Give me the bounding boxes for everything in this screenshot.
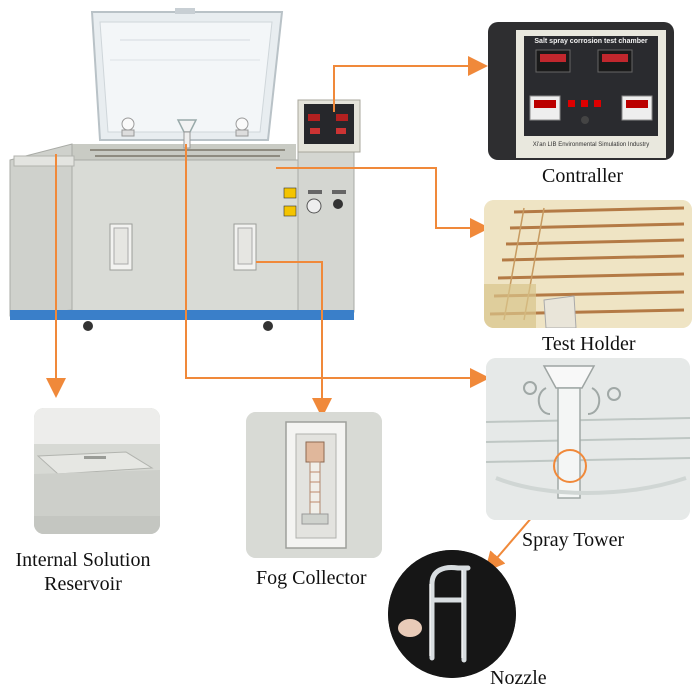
label-spray-tower: Spray Tower <box>522 529 625 551</box>
label-nozzle: Nozzle <box>490 667 547 689</box>
arrow-controller <box>333 56 488 112</box>
test-holder-photo <box>484 200 692 328</box>
controller-panel-title: Salt spray corrosion test chamber <box>534 38 648 45</box>
label-reservoir-line2: Reservoir <box>44 573 122 595</box>
chamber-lid <box>90 8 284 141</box>
label-reservoir: Internal Solution Reservoir <box>4 548 162 596</box>
label-fog-collector: Fog Collector <box>256 567 367 589</box>
nozzle-photo <box>388 550 516 678</box>
label-test-holder: Test Holder <box>542 333 636 355</box>
reservoir-photo <box>34 408 160 534</box>
chamber-base <box>10 310 354 320</box>
label-reservoir-line1: Internal Solution <box>15 549 151 571</box>
fog-collector-photo <box>246 412 382 558</box>
controller-photo: Salt spray corrosion test chamber Xi'an … <box>488 22 674 160</box>
spray-tower-in-chamber <box>121 117 249 149</box>
controller-panel-footer: Xi'an LIB Environmental Simulation Indus… <box>532 142 650 148</box>
arrow-test-holder <box>276 167 490 238</box>
chamber-wheels <box>83 321 273 331</box>
arrow-fog-collector <box>256 261 332 418</box>
arrow-spray-tower <box>185 144 490 388</box>
spray-tower-photo <box>486 358 690 520</box>
label-controller: Contraller <box>542 165 624 187</box>
chamber-controller-box <box>297 99 361 153</box>
tank-rods <box>90 149 285 157</box>
